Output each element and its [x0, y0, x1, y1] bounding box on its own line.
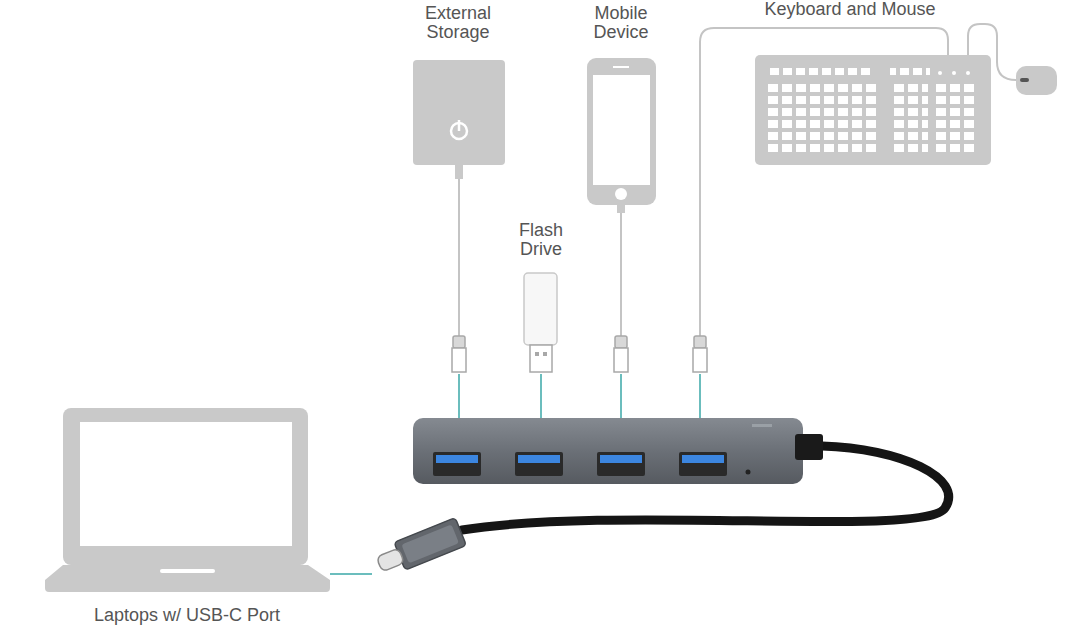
- device-label: External Storage: [408, 4, 508, 42]
- device-label-node: External Storage: [408, 4, 508, 42]
- keyboard-mouse-drawing: [755, 55, 1057, 165]
- device-label-node: Flash Drive: [506, 221, 576, 259]
- usb-plugs: [452, 336, 707, 372]
- device-label-node: Mobile Device: [576, 4, 666, 42]
- hub-cable: [462, 446, 949, 530]
- phone-drawing: [587, 58, 656, 213]
- guide-lines: [330, 374, 700, 574]
- device-label: Flash Drive: [506, 221, 576, 259]
- external-storage-drawing: [413, 60, 505, 179]
- device-label: Laptops w/ USB-C Port: [94, 606, 280, 625]
- usb-hub: [413, 418, 823, 484]
- usb-c-plug: [374, 518, 467, 579]
- device-label-node: Keyboard and Mouse: [764, 0, 935, 19]
- laptop-drawing: [45, 408, 330, 592]
- flash-drive-drawing: [524, 273, 557, 372]
- device-label: Keyboard and Mouse: [764, 0, 935, 19]
- device-label: Mobile Device: [576, 4, 666, 42]
- device-label-node: Laptops w/ USB-C Port: [94, 606, 280, 625]
